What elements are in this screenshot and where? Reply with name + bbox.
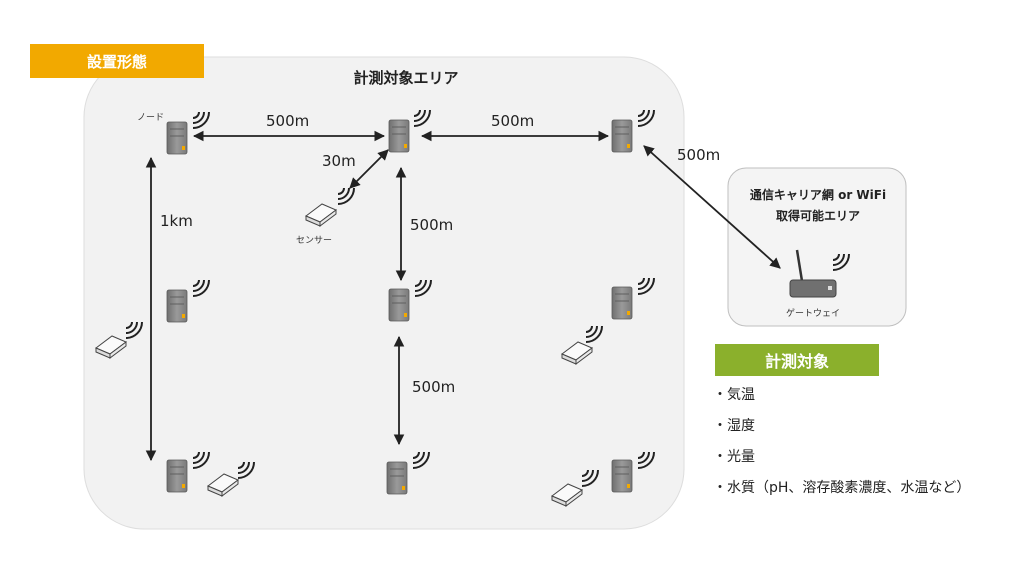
target-item: ・湿度	[713, 418, 755, 434]
gateway-icon	[789, 249, 837, 298]
node-icon	[388, 119, 410, 153]
install-badge: 設置形態	[30, 44, 204, 78]
node-icon	[388, 288, 410, 322]
gateway-area-title: 通信キャリア網 or WiFi 取得可能エリア	[730, 185, 906, 227]
node-icon	[166, 121, 188, 155]
sensor-label: センサー	[296, 236, 333, 246]
gateway-label: ゲートウェイ	[786, 309, 841, 319]
node-label: ノード	[137, 113, 165, 123]
gateway-area-line2: 取得可能エリア	[775, 209, 860, 223]
distance-vertical-mid-upper: 500m	[410, 216, 454, 234]
distance-to-gateway: 500m	[677, 146, 721, 164]
target-item: ・気温	[713, 387, 755, 403]
distance-sensor: 30m	[322, 152, 356, 170]
distance-vertical-mid-lower: 500m	[412, 378, 456, 396]
area-title: 計測対象エリア	[353, 69, 459, 87]
distance-arrows	[145, 130, 781, 462]
arrow-to-gateway	[643, 145, 781, 269]
target-item: ・水質（pH、溶存酸素濃度、水温など）	[713, 480, 971, 496]
measurement-area	[83, 56, 685, 530]
node-icon	[611, 119, 633, 153]
distance-top-right: 500m	[491, 112, 535, 130]
distance-vertical-left: 1km	[160, 212, 193, 230]
target-badge: 計測対象	[715, 344, 879, 376]
node-icon	[611, 286, 633, 320]
node-icon	[611, 459, 633, 493]
distance-top-left: 500m	[266, 112, 310, 130]
arrow-sensor	[349, 149, 389, 189]
gateway-area-line1: 通信キャリア網 or WiFi	[749, 188, 887, 202]
node-icon	[166, 289, 188, 323]
node-icon	[166, 459, 188, 493]
target-item: ・光量	[713, 449, 755, 465]
target-list: ・気温 ・湿度 ・光量 ・水質（pH、溶存酸素濃度、水温など）	[713, 384, 970, 508]
node-icon	[386, 461, 408, 495]
